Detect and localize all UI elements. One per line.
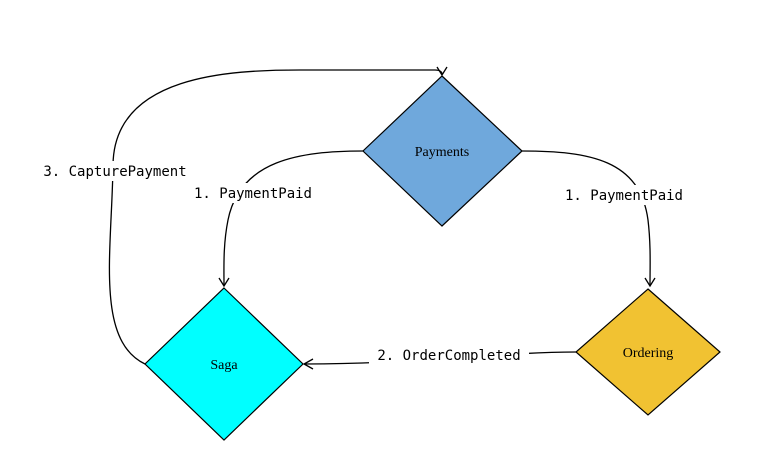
payment-paid-left-label: 1. PaymentPaid bbox=[194, 186, 312, 202]
edge-line-capture-payment bbox=[108, 69, 443, 365]
edge-label-payment-paid-left: 1. PaymentPaid bbox=[186, 183, 320, 203]
edge-saga-to-payments bbox=[108, 66, 448, 365]
saga-label: Saga bbox=[210, 358, 238, 373]
edge-label-capture-payment: 3. CapturePayment bbox=[36, 161, 194, 181]
edge-line-payment-paid-left bbox=[223, 150, 364, 286]
payment-paid-right-label: 1. PaymentPaid bbox=[565, 188, 683, 204]
payments-label: Payments bbox=[415, 145, 469, 160]
node-payments[interactable]: Payments bbox=[362, 75, 523, 227]
ordering-label: Ordering bbox=[623, 346, 674, 361]
saga-diamond bbox=[144, 287, 304, 441]
edge-label-payment-paid-right: 1. PaymentPaid bbox=[557, 185, 691, 205]
ordering-diamond bbox=[575, 288, 721, 416]
edge-payments-to-ordering bbox=[521, 150, 656, 288]
arrowhead-payment-paid-left bbox=[218, 277, 230, 288]
node-ordering[interactable]: Ordering bbox=[575, 288, 721, 416]
edge-label-order-completed: 2. OrderCompleted bbox=[369, 345, 529, 365]
edge-payments-to-saga bbox=[218, 150, 364, 288]
order-completed-label: 2. OrderCompleted bbox=[377, 348, 520, 364]
arrowhead-order-completed bbox=[302, 358, 314, 370]
arrowhead-capture-payment bbox=[436, 66, 448, 77]
capture-payment-label: 3. CapturePayment bbox=[43, 164, 186, 180]
node-saga[interactable]: Saga bbox=[144, 287, 304, 441]
edge-line-payment-paid-right bbox=[521, 150, 651, 286]
payments-diamond bbox=[362, 75, 523, 227]
arrowhead-payment-paid-right bbox=[644, 277, 656, 288]
